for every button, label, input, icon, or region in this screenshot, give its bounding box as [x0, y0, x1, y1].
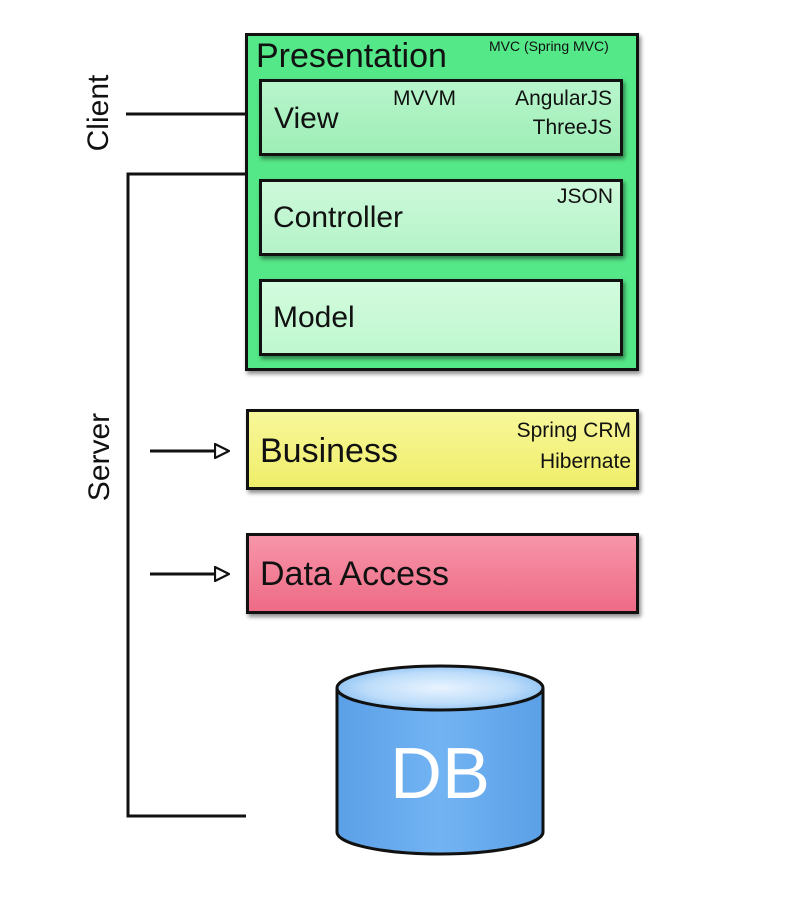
view-tech-angularjs: AngularJS [515, 87, 612, 110]
data-access-layer-box [246, 533, 639, 614]
business-layer-box [246, 409, 639, 490]
business-label: Business [260, 432, 398, 470]
view-pattern: MVVM [393, 87, 456, 110]
view-tech-threejs: ThreeJS [532, 116, 612, 139]
data-access-label: Data Access [260, 555, 449, 593]
model-box [259, 279, 623, 356]
server-bracket-line [126, 172, 246, 818]
presentation-tag: MVC (Spring MVC) [489, 38, 609, 54]
view-box [259, 79, 623, 156]
database-cylinder [335, 664, 545, 856]
server-label: Server [83, 412, 116, 502]
controller-label: Controller [273, 201, 404, 234]
database-label: DB [389, 734, 491, 814]
business-tech-hibernate: Hibernate [539, 450, 631, 473]
controller-tech-json: JSON [556, 185, 613, 208]
client-label: Client [82, 74, 115, 152]
view-label: View [274, 102, 339, 135]
controller-box [259, 179, 623, 256]
model-label: Model [273, 301, 355, 334]
presentation-title: Presentation [256, 37, 447, 75]
business-tech-spring-crm: Spring CRM [516, 419, 631, 442]
